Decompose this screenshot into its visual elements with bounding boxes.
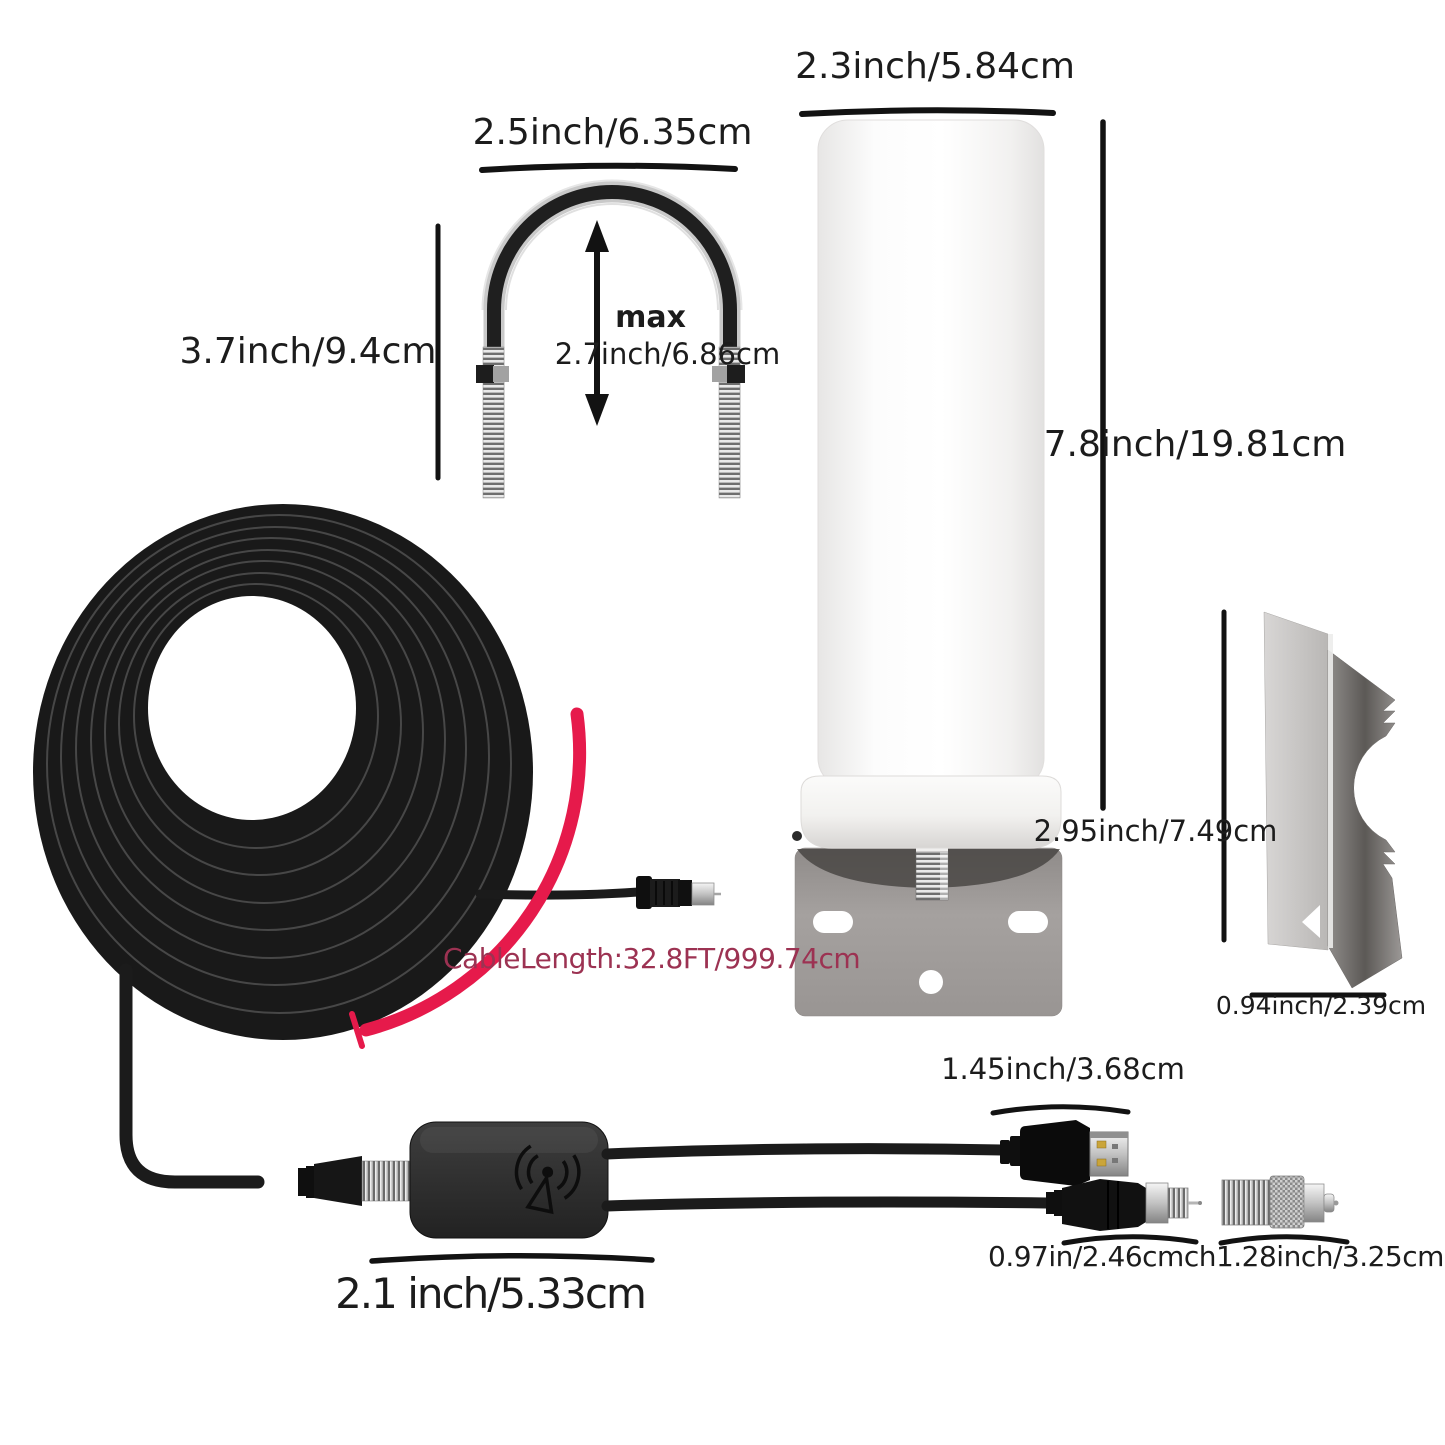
ubolt-width-dim-line xyxy=(479,162,738,173)
cable-length-arc xyxy=(349,707,587,1049)
coax-length-swoosh-1 xyxy=(1061,1234,1199,1246)
cable-coil-illustration xyxy=(33,504,533,1040)
coax-cable xyxy=(601,1196,1052,1212)
usb-length-label: 1.45inch/3.68cm xyxy=(941,1052,1185,1086)
ubolt-max-prefix-label: max xyxy=(615,300,686,335)
antenna-illustration xyxy=(817,119,1045,789)
antenna-width-dim-line xyxy=(799,107,1056,117)
ubolt-max-arrow xyxy=(585,220,609,426)
ubolt-right-thread xyxy=(718,346,741,499)
pole-clamp-illustration xyxy=(1263,611,1403,989)
mount-bracket-illustration xyxy=(792,775,1063,1017)
clamp-hole xyxy=(1302,905,1320,938)
usb-length-underline xyxy=(990,1104,1131,1116)
bracket-hole xyxy=(919,970,943,994)
bracket-slot-right xyxy=(1008,911,1048,933)
bracket-height-label: 2.95inch/7.49cm xyxy=(1033,814,1278,848)
usb-connector-illustration xyxy=(1000,1120,1129,1186)
bracket-slot-left xyxy=(813,911,853,933)
u-bolt-illustration xyxy=(476,179,745,499)
coax-adapter-illustration xyxy=(1221,1175,1339,1229)
antenna-width-label: 2.3inch/5.84cm xyxy=(795,46,1075,87)
amplifier-illustration xyxy=(298,1121,609,1239)
clamp-width-label: 0.94inch/2.39cm xyxy=(1215,991,1427,1020)
broadcast-antenna-icon xyxy=(514,1144,581,1215)
coil-to-amplifier-cable xyxy=(119,963,265,1189)
cable-length-label: CableLength:32.8FT/999.74cm xyxy=(443,942,861,975)
coil-to-connector-cable xyxy=(475,887,643,900)
antenna-collar xyxy=(800,775,1062,849)
amplifier-width-dim-line xyxy=(369,1252,655,1264)
ubolt-width-label: 2.5inch/6.35cm xyxy=(472,112,753,153)
coax-connector-illustration xyxy=(1046,1179,1202,1231)
amplifier-width-label: 2.1 inch/5.33cm xyxy=(335,1269,647,1318)
output-cables xyxy=(601,1143,1052,1212)
coil-cable-connector xyxy=(636,876,721,909)
ubolt-left-thread xyxy=(482,346,505,499)
ubolt-height-label: 3.7inch/9.4cm xyxy=(179,331,437,372)
ubolt-nuts xyxy=(476,365,745,383)
dimension-lines xyxy=(369,107,1387,1264)
ubolt-max-label: 2.7inch/6.86cm xyxy=(554,337,781,371)
antenna-height-label: 7.8inch/19.81cm xyxy=(1043,424,1347,465)
bracket-bolt xyxy=(915,851,949,901)
coax-length-swoosh-2 xyxy=(1218,1234,1350,1246)
usb-cable xyxy=(601,1143,1008,1160)
coax-lengths-label: 0.97in/2.46cmch1.28inch/3.25cm xyxy=(988,1240,1444,1273)
coil-cables xyxy=(119,887,643,1189)
